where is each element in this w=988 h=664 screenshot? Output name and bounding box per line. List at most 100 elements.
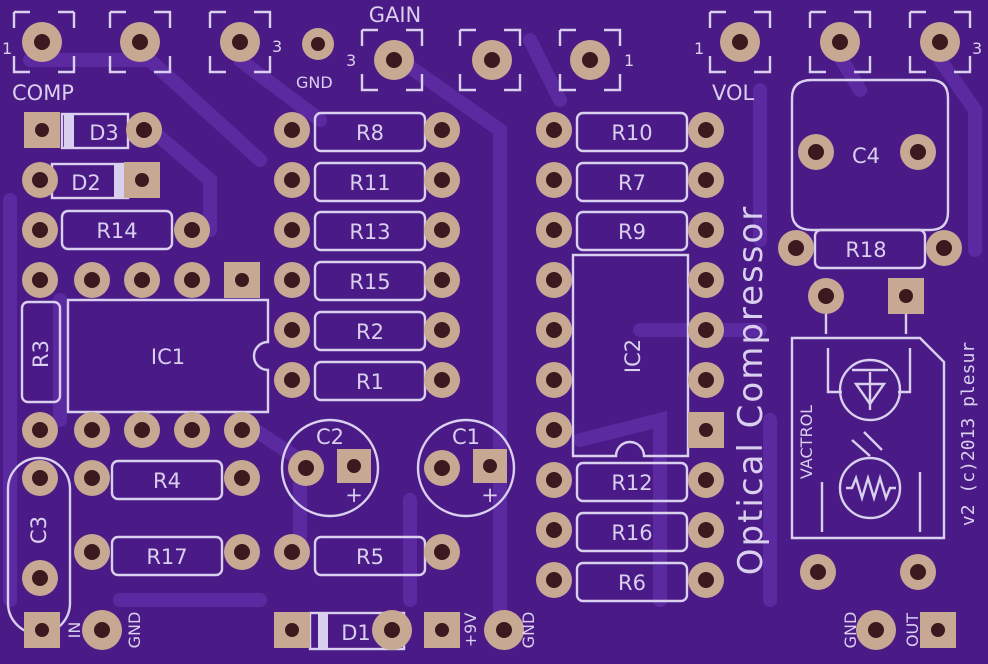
drill-hole (284, 172, 300, 188)
c1-label: C1 (452, 425, 480, 449)
drill-hole (582, 52, 598, 68)
drill-hole (94, 622, 110, 638)
drill-hole (818, 288, 834, 304)
drill-hole (298, 460, 314, 476)
drill-hole (832, 34, 848, 50)
d3-label: D3 (89, 121, 119, 145)
drill-hole (32, 570, 48, 586)
drill-hole (34, 34, 50, 50)
v9-label: +9V (461, 613, 480, 648)
r16-label: R16 (611, 521, 652, 545)
drill-hole (235, 273, 249, 287)
c2-plus: + (345, 483, 363, 507)
drill-hole (698, 122, 714, 138)
drill-hole (699, 423, 713, 437)
out-label: OUT (903, 613, 922, 647)
gnd-power-label: GND (519, 612, 538, 649)
drill-hole (434, 322, 450, 338)
gnd-in-label: GND (125, 612, 144, 649)
drill-hole (932, 34, 948, 50)
pin1-gain: 1 (624, 51, 634, 70)
vactrol-outline (790, 312, 946, 540)
drill-hole (284, 544, 300, 560)
drill-hole (184, 222, 200, 238)
drill-hole (134, 272, 150, 288)
drill-hole (698, 372, 714, 388)
pin1-comp: 1 (2, 39, 12, 58)
drill-hole (386, 52, 402, 68)
drill-hole (899, 289, 913, 303)
drill-hole (546, 122, 562, 138)
drill-hole (868, 622, 884, 638)
drill-hole (132, 34, 148, 50)
drill-hole (285, 623, 299, 637)
r17-label: R17 (146, 545, 187, 569)
drill-hole (284, 272, 300, 288)
drill-hole (484, 52, 500, 68)
r5-label: R5 (356, 545, 384, 569)
drill-hole (35, 123, 49, 137)
drill-hole (32, 422, 48, 438)
drill-hole (546, 422, 562, 438)
drill-hole (810, 564, 826, 580)
drill-hole (546, 572, 562, 588)
drill-hole (32, 470, 48, 486)
d2-label: D2 (71, 171, 101, 195)
r8-label: R8 (356, 121, 384, 145)
drill-hole (284, 222, 300, 238)
r13-label: R13 (349, 220, 390, 244)
ic1-label: IC1 (151, 345, 185, 369)
drill-hole (311, 37, 325, 51)
pin3-gain: 3 (346, 51, 356, 70)
drill-hole (434, 172, 450, 188)
drill-hole (84, 544, 100, 560)
drill-hole (434, 460, 450, 476)
drill-hole (546, 322, 562, 338)
drill-hole (32, 272, 48, 288)
drill-hole (698, 272, 714, 288)
drill-hole (136, 122, 152, 138)
r9-label: R9 (618, 220, 646, 244)
drill-hole (384, 622, 400, 638)
resistor-bodies (20, 111, 927, 603)
c2-label: C2 (316, 425, 344, 449)
drill-hole (135, 173, 149, 187)
r18-label: R18 (845, 238, 886, 262)
drill-hole (936, 240, 952, 256)
drill-hole (698, 572, 714, 588)
c1-plus: + (481, 483, 499, 507)
c4-label: C4 (852, 144, 880, 168)
r2-label: R2 (356, 320, 384, 344)
drill-hole (698, 322, 714, 338)
drill-hole (32, 172, 48, 188)
drill-hole (546, 522, 562, 538)
gnd-out-label: GND (841, 612, 860, 649)
drill-hole (698, 172, 714, 188)
board-credit: v2 (c)2013 plesur (958, 342, 979, 526)
potentiometer-gain (360, 28, 622, 92)
drill-hole (184, 272, 200, 288)
drill-hole (434, 544, 450, 560)
drill-hole (284, 122, 300, 138)
drill-hole (284, 372, 300, 388)
drill-hole (347, 459, 361, 473)
drill-hole (434, 122, 450, 138)
drill-hole (698, 222, 714, 238)
drill-hole (546, 372, 562, 388)
r10-label: R10 (611, 121, 652, 145)
drill-hole (698, 522, 714, 538)
potentiometer-comp (12, 10, 272, 74)
ic2-label: IC2 (621, 339, 645, 373)
drill-hole (234, 544, 250, 560)
r12-label: R12 (611, 471, 652, 495)
drill-hole (184, 422, 200, 438)
drill-hole (434, 272, 450, 288)
potentiometer-vol (708, 10, 972, 74)
drill-hole (35, 623, 49, 637)
drill-hole (808, 144, 824, 160)
drill-hole (910, 144, 926, 160)
drill-hole (84, 470, 100, 486)
silkscreen-labels: GAIN COMP VOL GND 1 3 3 1 1 3 R8 R11 R13… (2, 3, 982, 648)
